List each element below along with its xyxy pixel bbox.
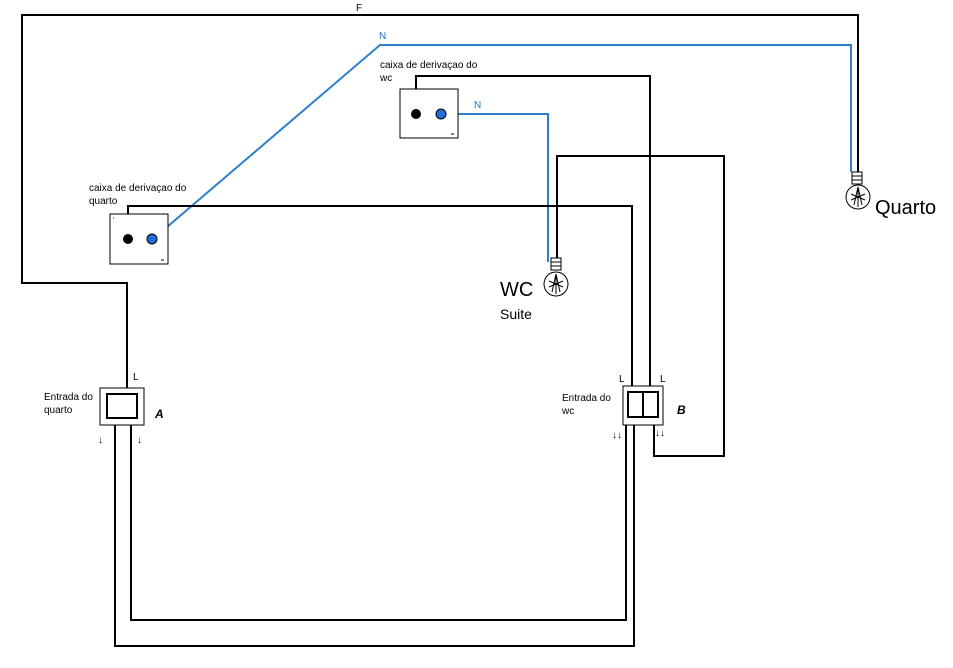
lamp-wc-sublabel: Suite xyxy=(500,306,532,322)
switch-a-l-label: L xyxy=(133,372,139,383)
wire-label-f: F xyxy=(356,3,362,14)
switch-b-letter: B xyxy=(677,403,686,417)
wire-traveller-inner xyxy=(130,425,627,621)
switch-b-name-2: wc xyxy=(561,406,574,417)
wire-label-n-top: N xyxy=(379,31,386,42)
switch-a-letter: A xyxy=(154,407,164,421)
lamp-quarto-icon xyxy=(845,171,871,210)
terminal-phase-icon xyxy=(411,109,421,119)
switch-a-name-1: Entrada do xyxy=(44,392,93,403)
switch-a-arrow-right: ↓ xyxy=(137,435,142,446)
terminal-phase-icon xyxy=(123,234,133,244)
switch-b-icon xyxy=(622,385,664,426)
wire-phase-f xyxy=(21,14,859,390)
switch-b-arrows-left: ↓↓ xyxy=(612,430,622,441)
switch-b-name-1: Entrada do xyxy=(562,393,611,404)
switch-b-l-label-left: L xyxy=(619,374,625,385)
switch-a-name-2: quarto xyxy=(44,405,73,416)
switch-a-icon xyxy=(99,387,145,426)
junction-quarto-label-2: quarto xyxy=(89,196,118,207)
junction-box-quarto xyxy=(109,213,169,265)
wire-neutral-quarto xyxy=(152,44,852,240)
wire-traveller-outer xyxy=(114,425,635,647)
lamp-quarto-label: Quarto xyxy=(875,197,936,219)
switch-b-l-label-right: L xyxy=(660,374,666,385)
wire-label-n-wc: N xyxy=(474,100,481,111)
junction-quarto-label-1: caixa de derivaçao do xyxy=(89,183,187,194)
lamp-wc-label: WC xyxy=(500,279,533,301)
switch-b-arrows-right: ↓↓ xyxy=(655,428,665,439)
junction-box-wc xyxy=(399,88,459,139)
wire-neutral-wc xyxy=(441,113,549,262)
switch-a-arrow-left: ↓ xyxy=(98,435,103,446)
wire-wc-lamp-to-switch-b xyxy=(556,155,725,457)
junction-wc-label-2: wc xyxy=(379,73,392,84)
junction-wc-label-1: caixa de derivaçao do xyxy=(380,60,478,71)
terminal-neutral-icon xyxy=(435,108,447,120)
terminal-neutral-icon xyxy=(146,233,158,245)
lamp-wc-icon xyxy=(543,257,569,297)
